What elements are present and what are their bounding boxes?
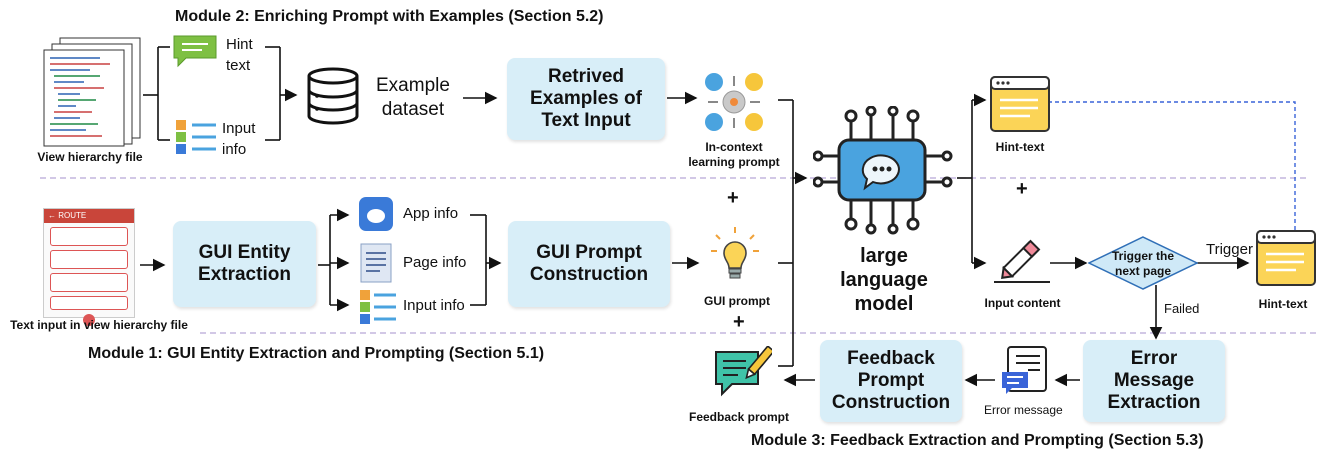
view-hierarchy-file-icon <box>43 37 141 147</box>
pencil-icon <box>994 239 1050 283</box>
page-info-icon <box>360 243 392 283</box>
phone-screenshot: ← ROUTE <box>43 208 135 326</box>
view-hierarchy-caption: View hierarchy file <box>37 150 143 164</box>
plus-sign-output: + <box>1016 178 1028 200</box>
gui-entity-extraction-box: GUI Entity Extraction <box>173 221 316 307</box>
trigger-label: Trigger <box>1206 241 1253 258</box>
phone-title-bar: ← ROUTE <box>44 209 134 223</box>
database-icon <box>307 67 359 125</box>
llm-label: large language model <box>840 245 928 315</box>
failed-label: Failed <box>1164 301 1200 316</box>
in-context-caption: In-context learning prompt <box>688 140 780 169</box>
lightbulb-icon <box>711 227 759 279</box>
llm-chip-icon <box>813 106 953 235</box>
text-input-caption: Text input in view hierarchy file <box>10 318 188 332</box>
hint-text-window-icon-right <box>1256 230 1316 286</box>
feedback-prompt-construction-box: Feedback Prompt Construction <box>820 340 962 422</box>
error-message-caption: Error message <box>984 403 1063 417</box>
retrieved-examples-box: Retrived Examples of Text Input <box>507 58 665 140</box>
gui-prompt-caption: GUI prompt <box>704 294 770 308</box>
hint-text-right-caption: Hint-text <box>1258 297 1308 311</box>
dashed-link <box>1048 101 1296 230</box>
hint-text-window-icon <box>990 76 1050 132</box>
gui-prompt-construction-box: GUI Prompt Construction <box>508 221 670 307</box>
example-dataset-label: Example dataset <box>376 75 450 120</box>
input-content-caption: Input content <box>984 296 1061 310</box>
trigger-diamond-label: Trigger the next page <box>1111 249 1174 278</box>
plus-sign-lower: + <box>733 311 745 333</box>
feedback-prompt-caption: Feedback prompt <box>688 410 790 424</box>
trigger-diamond <box>1088 236 1198 290</box>
page-info-label: Page info <box>403 254 467 271</box>
input-info-label-m1: Input info <box>403 297 465 314</box>
module1-title: Module 1: GUI Entity Extraction and Prom… <box>88 345 545 362</box>
app-info-icon <box>359 197 393 231</box>
hint-text-label: Hint text <box>226 36 253 74</box>
in-context-learning-icon <box>705 73 763 131</box>
input-info-icon-m1 <box>360 290 396 324</box>
feedback-prompt-icon <box>715 346 772 397</box>
input-info-label: Input info <box>222 120 256 158</box>
hint-text-icon <box>173 35 217 68</box>
hint-text-top-caption: Hint-text <box>995 140 1045 154</box>
plus-sign-upper: + <box>727 187 739 209</box>
error-message-extraction-box: Error Message Extraction <box>1083 340 1225 422</box>
module3-title: Module 3: Feedback Extraction and Prompt… <box>751 432 1204 449</box>
error-message-icon <box>1002 346 1047 394</box>
module2-title: Module 2: Enriching Prompt with Examples… <box>175 8 604 25</box>
input-info-icon <box>176 120 216 154</box>
app-info-label: App info <box>403 205 459 222</box>
